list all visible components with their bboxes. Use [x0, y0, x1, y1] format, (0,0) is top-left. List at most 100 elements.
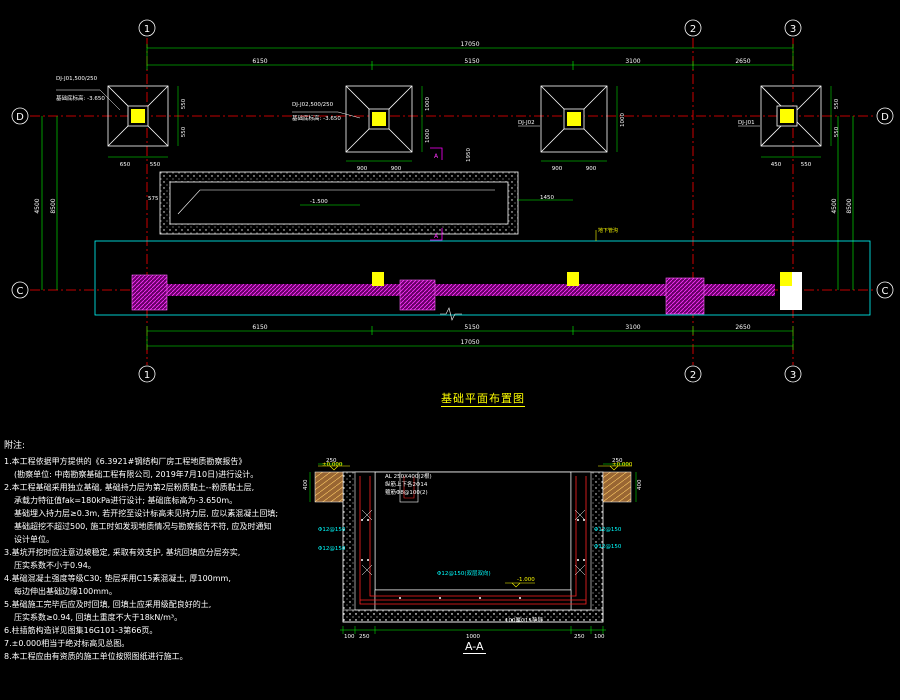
section-rebar-bottom: Φ12@150(双层双向) — [437, 569, 491, 577]
note-line: 基础埋入持力层≥0.3m, 若开挖至设计标高未见持力层, 应以素混凝土回填; — [14, 509, 279, 518]
note-line: 压实系数不小于0.94。 — [14, 561, 96, 570]
dim-footing4-d: 550 — [834, 126, 840, 137]
note-line: 每边伸出基础边缘100mm。 — [14, 587, 117, 596]
axis-bubble-left-d: D — [16, 112, 24, 123]
axis-bubbles — [11, 19, 894, 383]
dim-bottom-span-3: 3100 — [625, 324, 640, 331]
section-dim-top-left: 250 — [326, 458, 337, 464]
footing-2 — [345, 85, 413, 153]
dim-footing3-b: 900 — [586, 166, 597, 172]
dim-footing2-d: 1000 — [425, 129, 431, 143]
dim-top-span-3: 3100 — [625, 58, 640, 65]
section-bottom-elev: -1.000 — [517, 577, 535, 583]
section-rebar-right-2: Φ12@150 — [594, 544, 622, 550]
dim-footing3-c: 1000 — [620, 113, 626, 127]
footing-label-dj1: DJ-J01,500/250 — [56, 76, 98, 82]
dim-footing1-c: 550 — [181, 98, 187, 109]
section-rebar-note-3: 箍筋Φ8@100(2) — [385, 488, 428, 496]
dim-top-span-1: 6150 — [252, 58, 267, 65]
section-dim-b2: 250 — [359, 634, 370, 640]
pit-dim-575: 575 — [148, 196, 159, 202]
section-dim-side-left: 400 — [303, 479, 309, 490]
dim-overall-bottom: 17050 — [460, 339, 479, 346]
note-line: 设计单位。 — [14, 535, 54, 544]
footing-label-dj2-sub: 基础底标高: -3.650 — [292, 114, 341, 122]
note-line: 2.本工程基础采用独立基础, 基础持力层为第2层粉质黏土--粉质黏土层, — [4, 483, 255, 492]
dimension-lines — [41, 44, 854, 350]
pit-elevation: -1.500 — [310, 199, 328, 205]
dim-overall-top: 17050 — [460, 41, 479, 48]
axis-bubble-right-d: D — [881, 112, 889, 123]
section-dim-b5: 100 — [594, 634, 605, 640]
dim-footing4-c: 550 — [834, 98, 840, 109]
dim-top-span-2: 5150 — [464, 58, 479, 65]
footing-label-dj1-sub: 基础底标高: -3.650 — [56, 94, 105, 102]
dim-top-span-4: 2650 — [735, 58, 750, 65]
dim-right-2: 8500 — [846, 198, 853, 213]
dim-footing1-a: 650 — [120, 162, 131, 168]
footing-label-dj4: DJ-J01 — [738, 120, 755, 126]
section-rebar-note-1: AL 250X400(2根) — [385, 472, 432, 480]
section-dim-top-right: 250 — [612, 458, 623, 464]
axis-bubble-top-2: 2 — [690, 24, 696, 35]
note-line: 5.基础施工完毕后应及时回填, 回填土应采用级配良好的土, — [4, 600, 212, 609]
dim-footing2-c: 1000 — [425, 97, 431, 111]
dim-footing1-d: 550 — [181, 126, 187, 137]
section-elev-right: ±0.000 — [612, 462, 633, 468]
dim-footing2-a: 900 — [357, 166, 368, 172]
section-mark-a-top: A — [434, 153, 439, 160]
note-line: 7.±0.000相当于绝对标高见总图。 — [4, 639, 130, 648]
pit-outline — [159, 171, 519, 235]
note-line: 8.本工程应由有资质的施工单位按照图纸进行施工。 — [4, 652, 188, 661]
section-rebar-left-2: Φ12@150 — [318, 546, 346, 552]
wall-outline — [94, 240, 871, 316]
dim-footing4-b: 550 — [801, 162, 812, 168]
note-line: 6.柱插筋构造详见图集16G101-3第66页。 — [4, 626, 158, 635]
dim-bottom-span-2: 5150 — [464, 324, 479, 331]
dim-footing2-b: 900 — [391, 166, 402, 172]
dim-footing1-b: 550 — [150, 162, 161, 168]
dim-bottom-span-4: 2650 — [735, 324, 750, 331]
footing-3 — [540, 85, 608, 153]
section-mark-a-bottom: A — [434, 233, 439, 240]
pit-dim-1950: 1950 — [466, 148, 472, 162]
ground-beam — [131, 272, 802, 315]
note-line: (勘察单位: 中南勘察基础工程有限公司, 2019年7月10日)进行设计。 — [14, 470, 259, 479]
notes-heading: 附注: — [4, 441, 26, 451]
note-line: 4.基础混凝土强度等级C30; 垫层采用C15素混凝土, 厚100mm, — [4, 574, 231, 583]
axis-bubble-left-c: C — [17, 286, 24, 297]
axis-bubble-top-3: 3 — [790, 24, 796, 35]
footing-label-dj3: DJ-J02 — [518, 120, 535, 126]
section-dim-b3: 1000 — [466, 634, 480, 640]
axis-bubble-right-c: C — [882, 286, 889, 297]
axis-bubble-top-1: 1 — [144, 24, 150, 35]
plan-title: 基础平面布置图 — [441, 392, 525, 407]
section-dim-b1: 100 — [344, 634, 355, 640]
footing-label-dj2: DJ-J02,500/250 — [292, 102, 334, 108]
section-dim-b4: 250 — [574, 634, 585, 640]
columns-row-c — [372, 272, 792, 286]
section-rebar-note-2: 纵筋上下各2Φ14 — [385, 480, 428, 488]
section-a-a — [309, 463, 637, 634]
axis-bubble-bottom-2: 2 — [690, 370, 696, 381]
general-notes: 附注: 1.本工程依据甲方提供的《6.3921#钢结构厂房工程地质勘察报告》 (… — [4, 440, 304, 663]
axis-bubble-bottom-1: 1 — [144, 370, 150, 381]
note-line: 承载力特征值fak=180kPa进行设计; 基础底标高为-3.650m。 — [14, 496, 238, 505]
axis-bubble-bottom-3: 3 — [790, 370, 796, 381]
note-line: 3.基坑开挖时应注意边坡稳定, 采取有效支护, 基坑回填应分层夯实, — [4, 548, 241, 557]
footing-1 — [107, 85, 169, 147]
section-rebar-right-1: Φ12@150 — [594, 527, 622, 533]
dim-left-2: 8500 — [50, 198, 57, 213]
section-title: A-A — [463, 640, 486, 654]
section-dim-bottom-sub: 100厚C15垫层 — [505, 616, 543, 624]
note-line: 压实系数≥0.94, 回填土重度不大于18kN/m³。 — [14, 613, 183, 622]
note-line: 1.本工程依据甲方提供的《6.3921#钢结构厂房工程地质勘察报告》 — [4, 457, 247, 466]
dim-footing4-a: 450 — [771, 162, 782, 168]
section-dim-side-right: 400 — [637, 479, 643, 490]
note-line: 基础超挖不超过500, 施工时如发现地质情况与勘察报告不符, 应及时通知 — [14, 522, 272, 531]
dim-right-1: 4500 — [831, 198, 838, 213]
dim-bottom-span-1: 6150 — [252, 324, 267, 331]
dim-footing3-a: 900 — [552, 166, 563, 172]
annotation-tag: 地下管沟 — [598, 227, 618, 234]
